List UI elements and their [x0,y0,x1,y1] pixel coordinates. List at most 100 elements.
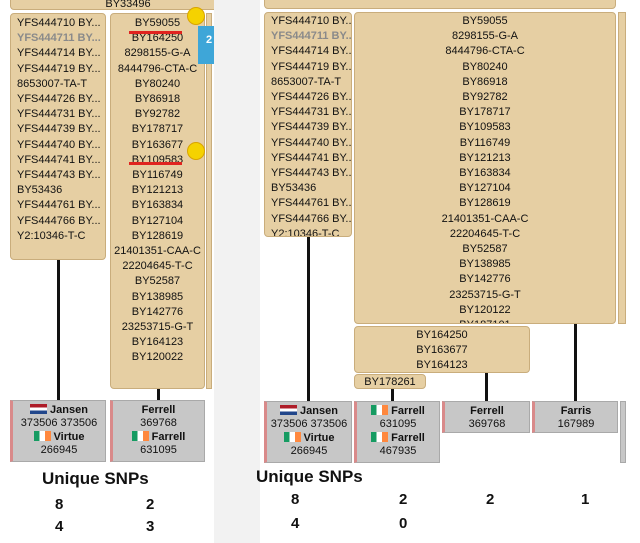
snp-label: YFS444741 BY... [271,151,352,164]
snp-label: BY121213 [459,151,511,164]
snp-label: 8444796-CTA-C [117,62,198,75]
right-card-rail [620,401,626,463]
right-connector-2 [391,389,394,401]
snp-label: BY138985 [131,290,184,303]
snp-label: BY163677 [131,138,184,151]
snp-label: YFS444766 BY... [17,214,101,227]
right-snp-list-1[interactable]: YFS444710 BY...YFS444711 BY...YFS444714 … [264,12,352,237]
snp-label: BY59055 [462,15,508,27]
snp-label: 8298155-G-A [124,47,191,60]
snp-label: BY164250 [416,329,468,341]
unique-count: 2 [399,491,408,508]
panel-divider [214,0,260,543]
kit-number: 369768 [113,417,204,430]
kit-name-text: Jansen [50,404,88,416]
left-side-rail [206,13,212,389]
snp-label: BY164123 [416,359,468,372]
right-snp-small-node[interactable]: BY178261 [354,374,426,389]
snp-label: BY187101 [355,318,615,323]
kit-number: 631095 [113,444,204,457]
unique-count: 2 [486,491,495,508]
snp-label: BY53436 [17,184,63,197]
snp-label: YFS444714 BY... [17,47,101,60]
snp-label: YFS444761 BY... [271,197,352,210]
left-connector-2 [157,389,160,400]
snp-label: BY120122 [459,303,511,316]
blue-tab-button[interactable]: 2 [198,26,216,64]
right-side-rail [618,12,626,324]
highlight-marker-icon [187,142,205,160]
kit-number: 467935 [357,445,439,458]
snp-label: YFS444710 BY... [17,17,101,29]
snp-label: 21401351-CAA-C [114,245,201,258]
snp-label: BY163834 [131,199,184,212]
highlight-marker-icon [187,7,205,25]
snp-label: 23253715-G-T [121,321,194,334]
left-snp-list-1[interactable]: YFS444710 BY...YFS444711 BY...YFS444714 … [10,13,106,260]
ireland-flag-icon [131,431,149,441]
ireland-flag-icon [371,405,389,415]
kit-name: Jansen [267,404,351,418]
snp-label: BY142776 [459,273,511,286]
snp-label: BY53436 [271,182,317,195]
ireland-flag-icon [283,432,301,442]
snp-label: YFS444711 BY... [271,30,352,43]
snp-label: BY142776 [131,305,184,318]
kit-name-text: Farris [560,405,592,417]
kit-number-text: 266945 [40,444,78,456]
right-connector-3 [485,373,488,401]
unique-count: 8 [55,496,64,513]
highlight-underline [129,31,182,34]
snp-label: YFS444740 BY... [17,138,101,151]
kit-number: 266945 [13,444,105,457]
kit-name: Farrell [357,431,439,445]
netherlands-flag-icon [30,404,48,414]
snp-label: BY178717 [459,106,511,119]
left-parent-node[interactable]: BY33496 [10,0,246,10]
snp-label: 8298155-G-A [451,30,519,43]
snp-label: BY86918 [462,75,508,88]
kit-name: Farrell [357,404,439,418]
kit-name: Farrell [113,430,204,444]
unique-count: 2 [146,496,155,513]
kit-number: 167989 [535,418,617,431]
snp-label: 23253715-G-T [449,288,521,301]
snp-label: YFS444739 BY... [271,121,352,134]
kit-number: 373506 373506 [13,417,105,430]
right-parent-node[interactable] [264,0,616,9]
kit-number-text: 373506 373506 [270,418,348,430]
parent-snp-label: BY33496 [105,0,151,10]
kit-name-text: Ferrell [141,404,176,416]
snp-label: BY86918 [134,93,181,106]
highlight-underline [129,162,182,165]
kit-number: 266945 [267,445,351,458]
snp-label: YFS444741 BY... [17,153,101,166]
snp-label: YFS444740 BY... [271,136,352,149]
snp-label: 22204645-T-C [449,227,521,240]
kit-name: Farris [535,404,617,418]
snp-label: BY178261 [364,376,416,388]
snp-label: YFS444743 BY... [271,167,352,180]
snp-label: YFS444743 BY... [17,169,101,182]
snp-label: BY127104 [131,214,184,227]
unique-snps-heading: Unique SNPs [256,467,363,486]
left-connector-1 [57,260,60,400]
kit-name-text: Virtue [303,432,335,444]
kit-name: Virtue [13,430,105,444]
snp-label: BY92782 [134,108,181,121]
snp-label: BY52587 [462,243,508,256]
snp-label: BY138985 [459,258,511,271]
snp-label: BY80240 [462,60,508,73]
kit-name: Ferrell [445,404,529,418]
snp-label: YFS444726 BY... [17,93,101,106]
kit-name-text: Farrell [391,405,425,417]
